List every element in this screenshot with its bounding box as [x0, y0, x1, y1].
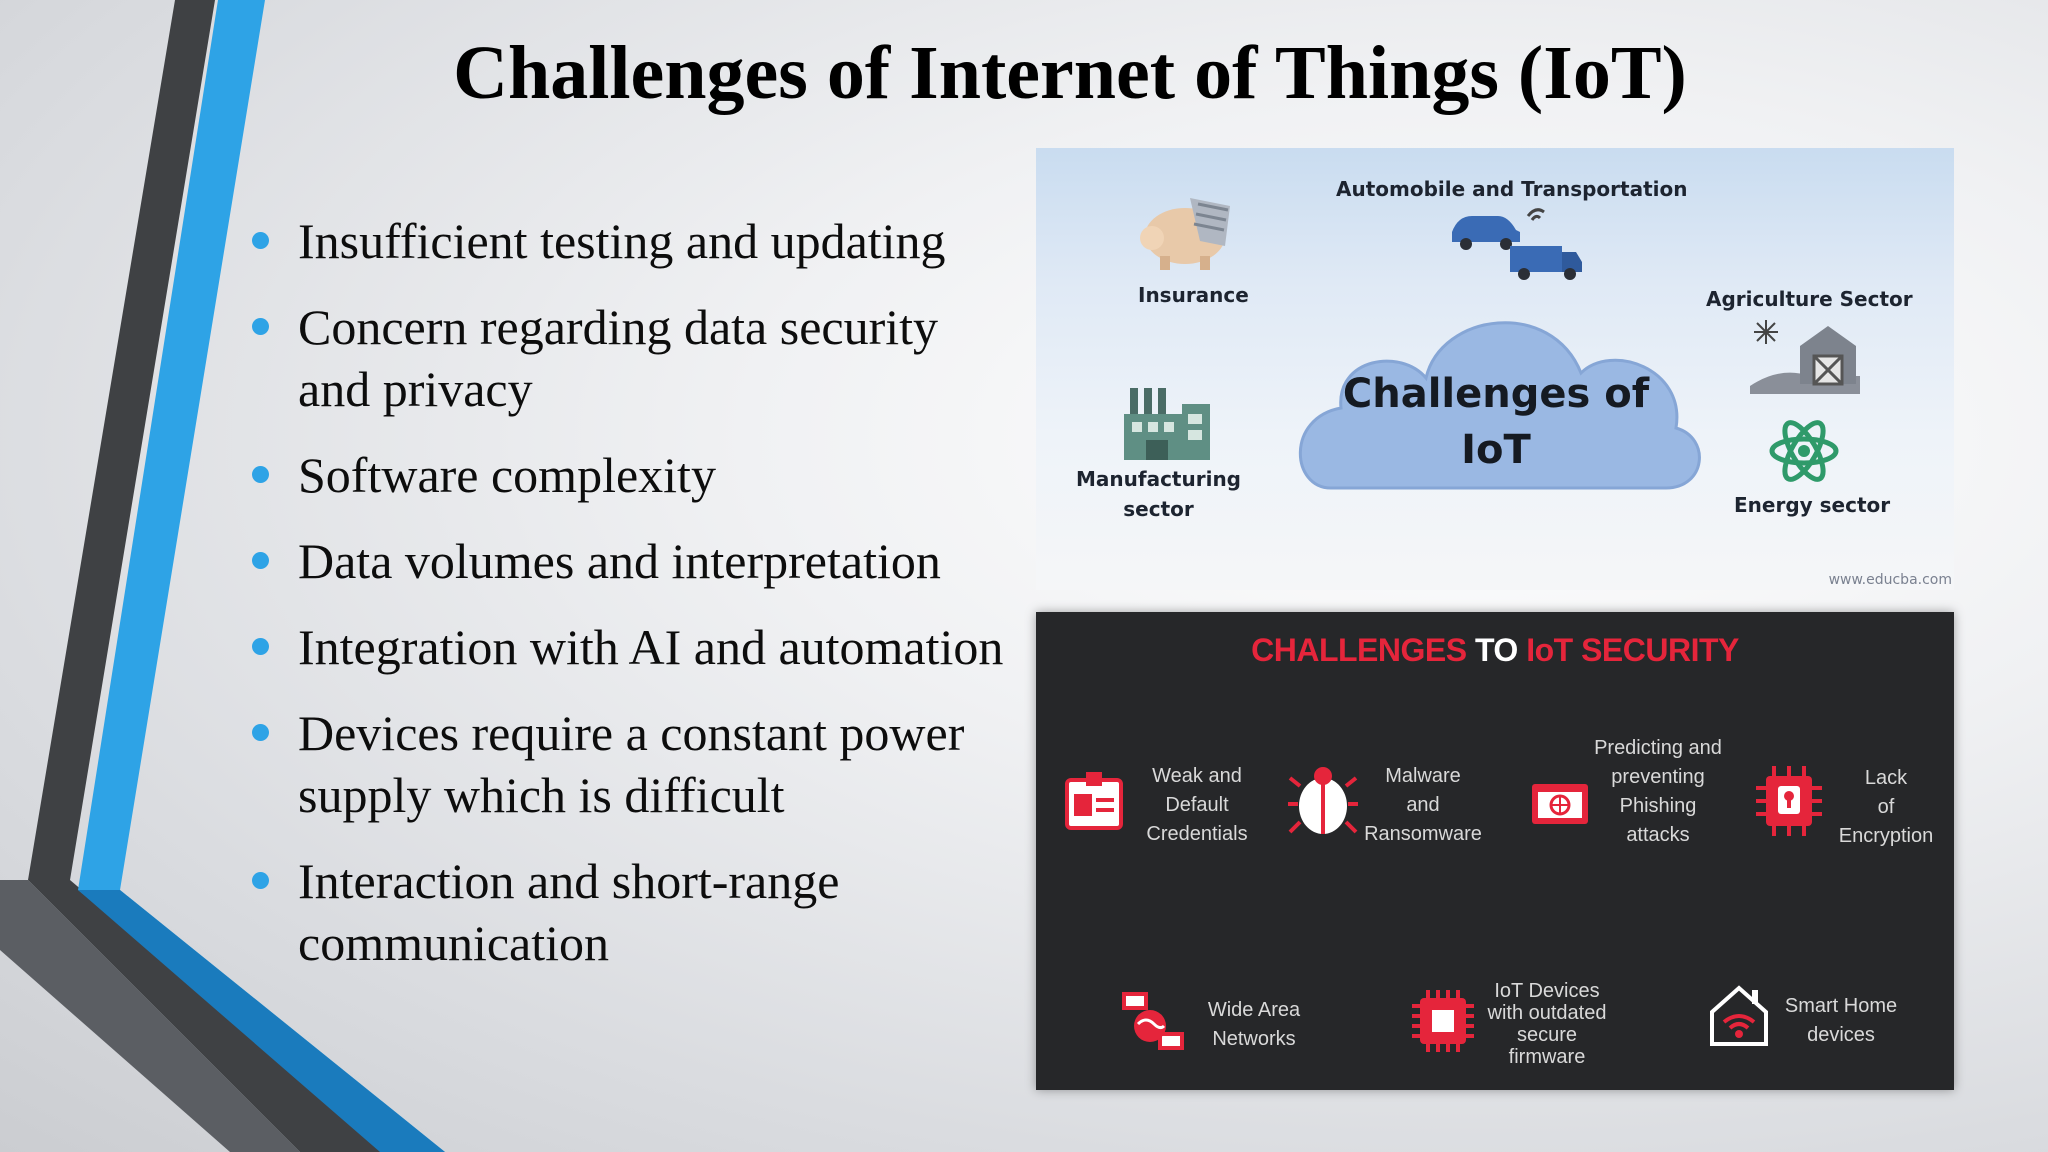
bullet-text: Software complexity [298, 447, 716, 503]
bullet-icon [252, 466, 269, 483]
label-smart-home: Smart Home devices [1776, 992, 1906, 1050]
heading-part-to: TO [1474, 632, 1518, 668]
bullet-icon [252, 872, 269, 889]
bullet-item: Software complexity [250, 444, 1010, 506]
label-agriculture: Agriculture Sector [1706, 287, 1913, 311]
label-manufacturing: Manufacturing sector [1076, 464, 1241, 524]
lock-icon [1756, 766, 1822, 836]
cloud-title: Challenges of IoT [1286, 366, 1706, 478]
bullet-icon [252, 232, 269, 249]
bullet-icon [252, 638, 269, 655]
label-line: devices [1807, 1024, 1875, 1046]
label-line: Wide Area [1207, 999, 1301, 1021]
bullet-text: Concern regarding data security and priv… [298, 299, 939, 417]
label-line: Encryption [1838, 825, 1934, 847]
iot-security-image: CHALLENGES TO IoT SECURITY Weak and Defa… [1036, 612, 1954, 1090]
smart-home-icon [1710, 985, 1768, 1046]
label-line: Networks [1212, 1028, 1296, 1050]
bullet-text: Devices require a constant power supply … [298, 705, 965, 823]
bullet-item: Data volumes and interpretation [250, 530, 1010, 592]
bug-icon [1288, 767, 1358, 834]
label-line: Phishing [1619, 795, 1697, 817]
label-encryption: Lack of Encryption [1826, 764, 1946, 851]
label-line: Default [1165, 794, 1229, 816]
piggy-bank-icon [1140, 198, 1230, 270]
bullet-item: Concern regarding data security and priv… [250, 296, 1010, 420]
label-line: attacks [1626, 824, 1690, 846]
blue-band [78, 0, 445, 1152]
label-line: IoT Devices [1494, 980, 1600, 1002]
iot-sectors-image: Challenges of IoT Automobile and Transpo… [1036, 148, 1954, 590]
deep-blue-band [78, 890, 445, 1152]
bullet-icon [252, 552, 269, 569]
network-icon [1122, 992, 1184, 1050]
bullet-text: Data volumes and interpretation [298, 533, 941, 589]
chip-icon [1412, 990, 1474, 1052]
label-line: Lack [1864, 767, 1908, 789]
label-line: and [1406, 794, 1440, 816]
bullet-item: Insufficient testing and updating [250, 210, 1010, 272]
label-weak-credentials: Weak and Default Credentials [1132, 762, 1262, 849]
heading-part-challenges: CHALLENGES [1251, 632, 1467, 668]
label-line: Predicting and [1594, 737, 1722, 759]
bullet-icon [252, 724, 269, 741]
label-firmware: IoT Devices with outdated secure firmwar… [1482, 980, 1612, 1068]
factory-icon [1124, 388, 1210, 460]
phishing-icon [1532, 784, 1588, 824]
gray-band [0, 880, 300, 1152]
label-line: Malware [1385, 765, 1461, 787]
cloud-title-line2: IoT [1461, 427, 1531, 473]
bullet-text: Insufficient testing and updating [298, 213, 946, 269]
label-phishing: Predicting and preventing Phishing attac… [1588, 734, 1728, 850]
label-energy: Energy sector [1734, 493, 1891, 517]
label-line: Ransomware [1364, 823, 1482, 845]
bullet-item: Devices require a constant power supply … [250, 702, 1010, 826]
bullet-text: Interaction and short-range communicatio… [298, 853, 840, 971]
label-line: secure [1516, 1024, 1578, 1046]
bullet-list: Insufficient testing and updating Concer… [250, 210, 1010, 998]
cloud-title-line1: Challenges of [1342, 371, 1650, 417]
bullet-text: Integration with AI and automation [298, 619, 1004, 675]
credit-text: www.educba.com [1828, 572, 1952, 588]
label-line: with outdated [1487, 1002, 1607, 1024]
security-heading: CHALLENGES TO IoT SECURITY [1036, 632, 1954, 669]
bullet-icon [252, 318, 269, 335]
atom-icon [1769, 420, 1839, 482]
label-wide-area-networks: Wide Area Networks [1194, 996, 1314, 1054]
cloud-icon [1298, 321, 1701, 490]
label-line: preventing [1611, 766, 1705, 788]
label-line: Credentials [1146, 823, 1248, 845]
slide-title: Challenges of Internet of Things (IoT) [453, 31, 1687, 115]
credentials-icon [1065, 772, 1123, 830]
bullet-item: Interaction and short-range communicatio… [250, 850, 1010, 974]
heading-part-iot-security: IoT SECURITY [1526, 632, 1739, 668]
label-manufacturing-line1: Manufacturing [1076, 467, 1241, 491]
label-line: of [1877, 796, 1895, 818]
label-manufacturing-line2: sector [1123, 497, 1194, 521]
label-insurance: Insurance [1138, 283, 1249, 307]
label-line: Weak and [1152, 765, 1242, 787]
barn-icon [1750, 320, 1860, 394]
label-line: Smart Home [1784, 995, 1898, 1017]
car-truck-icon [1452, 208, 1582, 280]
label-line: firmware [1508, 1046, 1586, 1068]
label-automobile: Automobile and Transportation [1336, 177, 1688, 201]
label-malware: Malware and Ransomware [1358, 762, 1488, 849]
bullet-item: Integration with AI and automation [250, 616, 1010, 678]
dark-gray-band [28, 0, 390, 1152]
